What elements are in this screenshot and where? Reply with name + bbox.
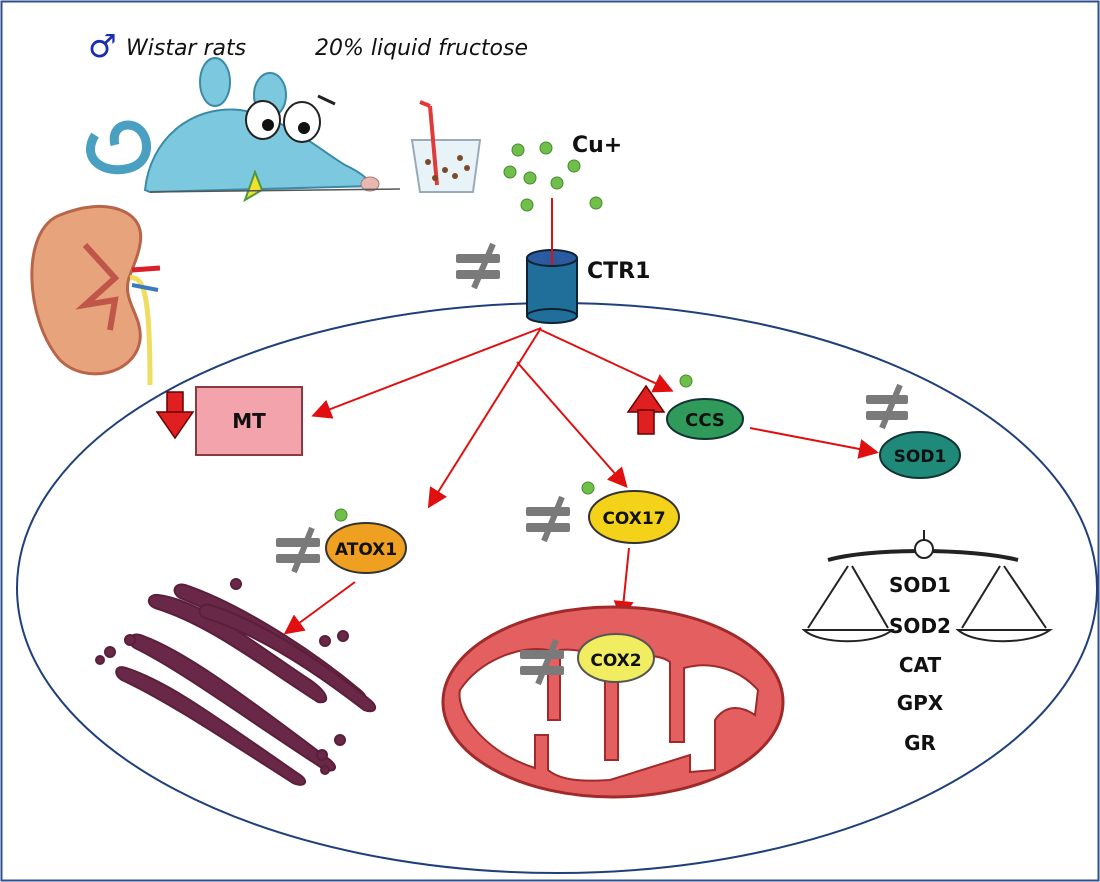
mitochondrion-illustration: COX2	[441, 605, 785, 799]
ccs-node: CCS	[666, 374, 744, 440]
atox1-not-equal-icon	[276, 526, 320, 574]
strain-label: Wistar rats	[126, 36, 246, 61]
ctr1-label: CTR1	[587, 259, 650, 284]
arrow-ccs-to-sod1	[749, 427, 879, 459]
arrow-atox1-to-golgi	[283, 581, 356, 635]
balance-scale-icon	[801, 530, 1054, 643]
drink-glass-illustration	[410, 100, 482, 193]
enzyme-gpx: GPX	[897, 691, 944, 715]
antioxidant-enzyme-list: SOD1 SOD2 CAT GPX GR	[889, 573, 951, 755]
ccs-label: CCS	[685, 410, 725, 431]
copper-ions	[503, 141, 603, 212]
arrow-ctr1-to-atox1	[427, 327, 542, 509]
treatment-label: 20% liquid fructose	[315, 36, 528, 61]
arrow-ctr1-to-mt	[311, 327, 542, 419]
kidney-illustration	[30, 205, 161, 386]
enzyme-cat: CAT	[899, 653, 942, 677]
rat-illustration	[86, 57, 401, 203]
sod1-node: SOD1	[879, 431, 961, 479]
atox1-node: ATOX1	[325, 508, 407, 574]
mt-label: MT	[232, 409, 266, 433]
header: ♂ Wistar rats 20% liquid fructose	[88, 27, 528, 65]
arrow-cox17-to-cox2	[613, 547, 634, 621]
cox2-not-equal-icon	[520, 638, 564, 686]
enzyme-sod1: SOD1	[889, 573, 951, 597]
male-symbol-icon: ♂	[88, 27, 117, 65]
sod1-label: SOD1	[894, 447, 947, 467]
cox17-label: COX17	[602, 509, 665, 529]
cox2-label: COX2	[590, 651, 641, 671]
cox17-node: COX17	[581, 481, 680, 544]
up-arrow-icon	[626, 384, 666, 435]
mt-box: MT	[195, 386, 303, 456]
ctr1-not-equal-icon	[456, 242, 500, 290]
down-arrow-icon	[155, 391, 195, 440]
enzyme-gr: GR	[904, 731, 936, 755]
copper-label: Cu+	[572, 133, 622, 158]
sod1-not-equal-icon	[866, 383, 908, 430]
cox17-not-equal-icon	[526, 495, 570, 543]
copper-routes	[283, 327, 879, 635]
arrow-ctr1-to-ccs	[540, 329, 674, 393]
enzyme-sod2: SOD2	[889, 614, 951, 638]
golgi-illustration	[95, 578, 377, 786]
atox1-label: ATOX1	[335, 540, 397, 560]
arrow-ctr1-to-cox17	[516, 361, 628, 489]
